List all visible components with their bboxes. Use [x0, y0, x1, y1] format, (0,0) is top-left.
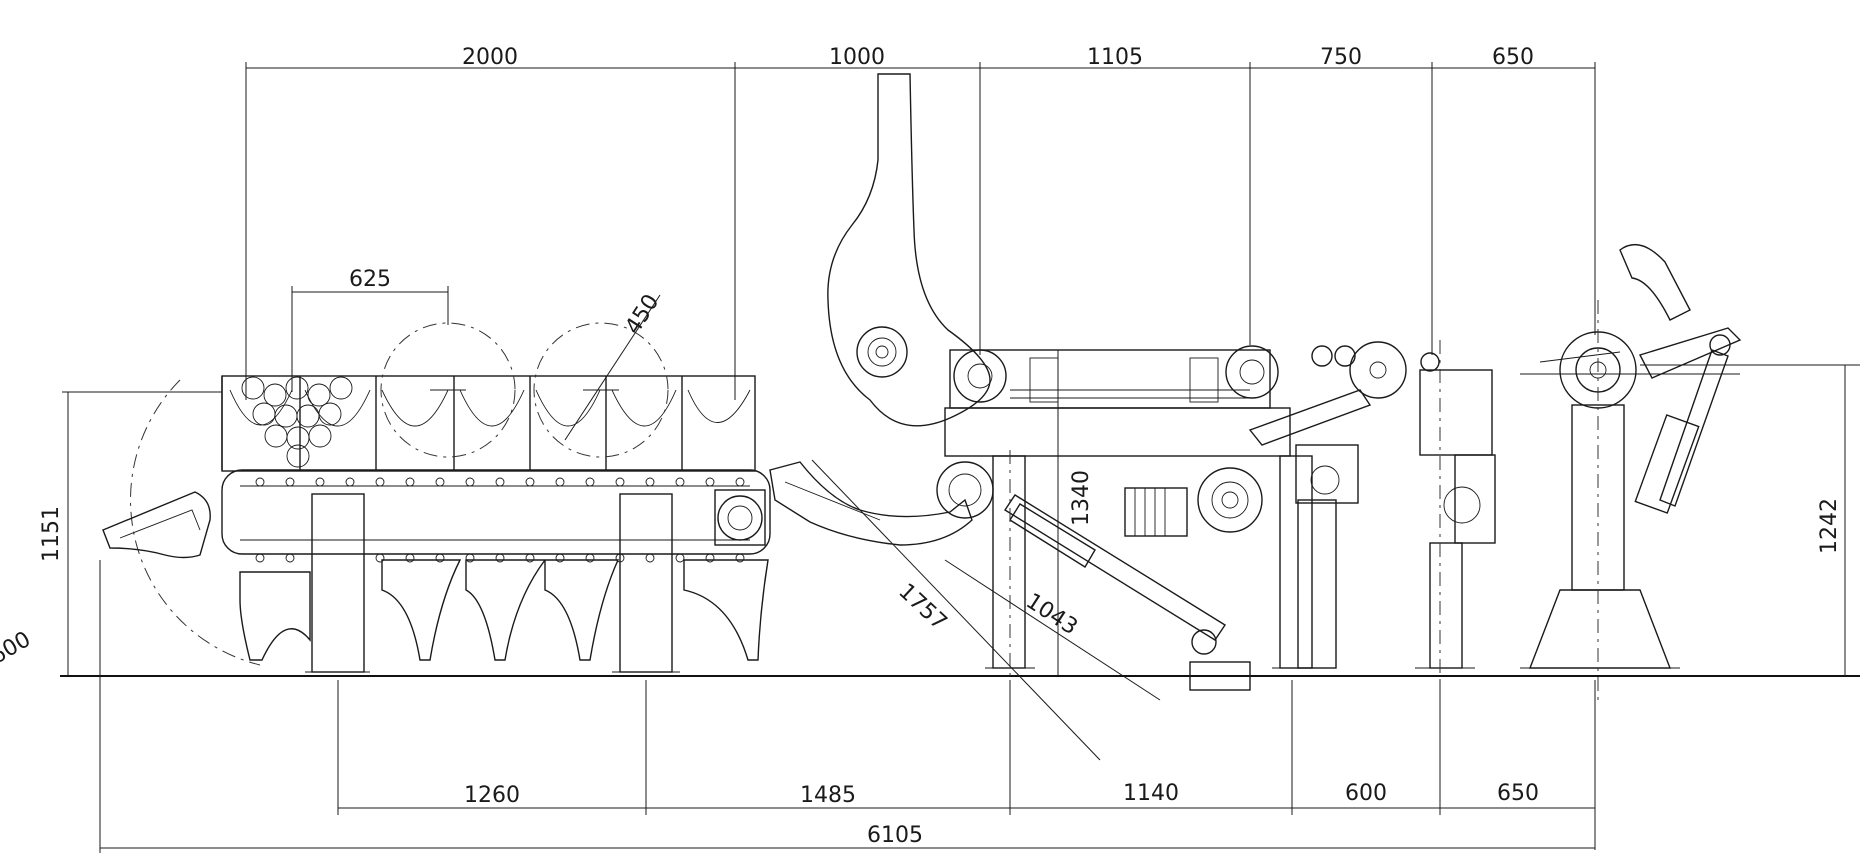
- tipping-cradle: [769, 461, 973, 546]
- guide-plate: [1248, 389, 1372, 446]
- actuator-cylinder: [1004, 494, 1226, 641]
- hook-jaw: [1619, 243, 1691, 321]
- gearbox: [1197, 467, 1263, 533]
- dim-top-2000: 2000: [462, 45, 518, 70]
- dim-bottom-600: 600: [1345, 781, 1387, 806]
- dim-bottom-1260: 1260: [464, 783, 520, 808]
- dim-bottom-1140: 1140: [1123, 781, 1179, 806]
- drive-motor: [1124, 487, 1188, 537]
- dimension-lines: [62, 62, 1860, 853]
- transfer-arm-assembly: [769, 73, 1320, 691]
- support-leg: [619, 493, 673, 673]
- dim-bottom-1485: 1485: [800, 783, 856, 808]
- drive-gearbox: [714, 489, 766, 546]
- coil-storage-conveyor: [102, 322, 771, 673]
- arm-pivot: [856, 326, 908, 378]
- mandrel-arm: [1638, 327, 1742, 379]
- dim-height-left: 1151: [39, 506, 64, 562]
- straightener-unit: [1248, 341, 1496, 669]
- decoiler-mandrel: [1520, 243, 1742, 669]
- dim-top-1105: 1105: [1087, 45, 1143, 70]
- pinch-roll: [1420, 352, 1440, 372]
- chain-links: [255, 477, 745, 563]
- dim-center-height: 1340: [1069, 470, 1094, 526]
- coil-outline: [380, 322, 516, 458]
- lifting-arm: [827, 73, 991, 427]
- saddle-cradles: [229, 389, 751, 427]
- dim-coil-pitch: 625: [349, 267, 391, 292]
- frame-leg: [992, 455, 1026, 669]
- hydraulic-cylinder: [1659, 349, 1729, 507]
- chain-conveyor: [221, 469, 771, 555]
- swing-radius-arc: [130, 379, 261, 666]
- dim-top-750: 750: [1320, 45, 1362, 70]
- frame-base: [944, 407, 1291, 457]
- dim-cylinder-length: 1043: [1021, 589, 1082, 640]
- straightener-body: [1295, 444, 1359, 504]
- dim-arm-length: 1757: [893, 579, 951, 635]
- pinch-roll: [1349, 341, 1407, 399]
- lever-pivot: [936, 461, 994, 519]
- frame-roller: [1225, 345, 1279, 399]
- dim-top-1000: 1000: [829, 45, 885, 70]
- drive-sprocket: [717, 495, 763, 541]
- mandrel-base: [1528, 589, 1672, 669]
- cylinder-base: [1189, 661, 1251, 691]
- dim-bottom-650: 650: [1497, 781, 1539, 806]
- loading-arm-left: [102, 491, 211, 559]
- support-brackets: [239, 559, 769, 661]
- dim-height-right: 1242: [1817, 498, 1842, 554]
- dim-overall: 6105: [867, 823, 923, 848]
- dim-radius-left: 600: [0, 627, 35, 670]
- main-frame-beam: [949, 349, 1271, 409]
- dim-top-650: 650: [1492, 45, 1534, 70]
- bar-bundle: [241, 376, 353, 468]
- support-leg: [311, 493, 365, 673]
- coil-outline: [533, 322, 669, 458]
- saddle-frame: [221, 375, 756, 472]
